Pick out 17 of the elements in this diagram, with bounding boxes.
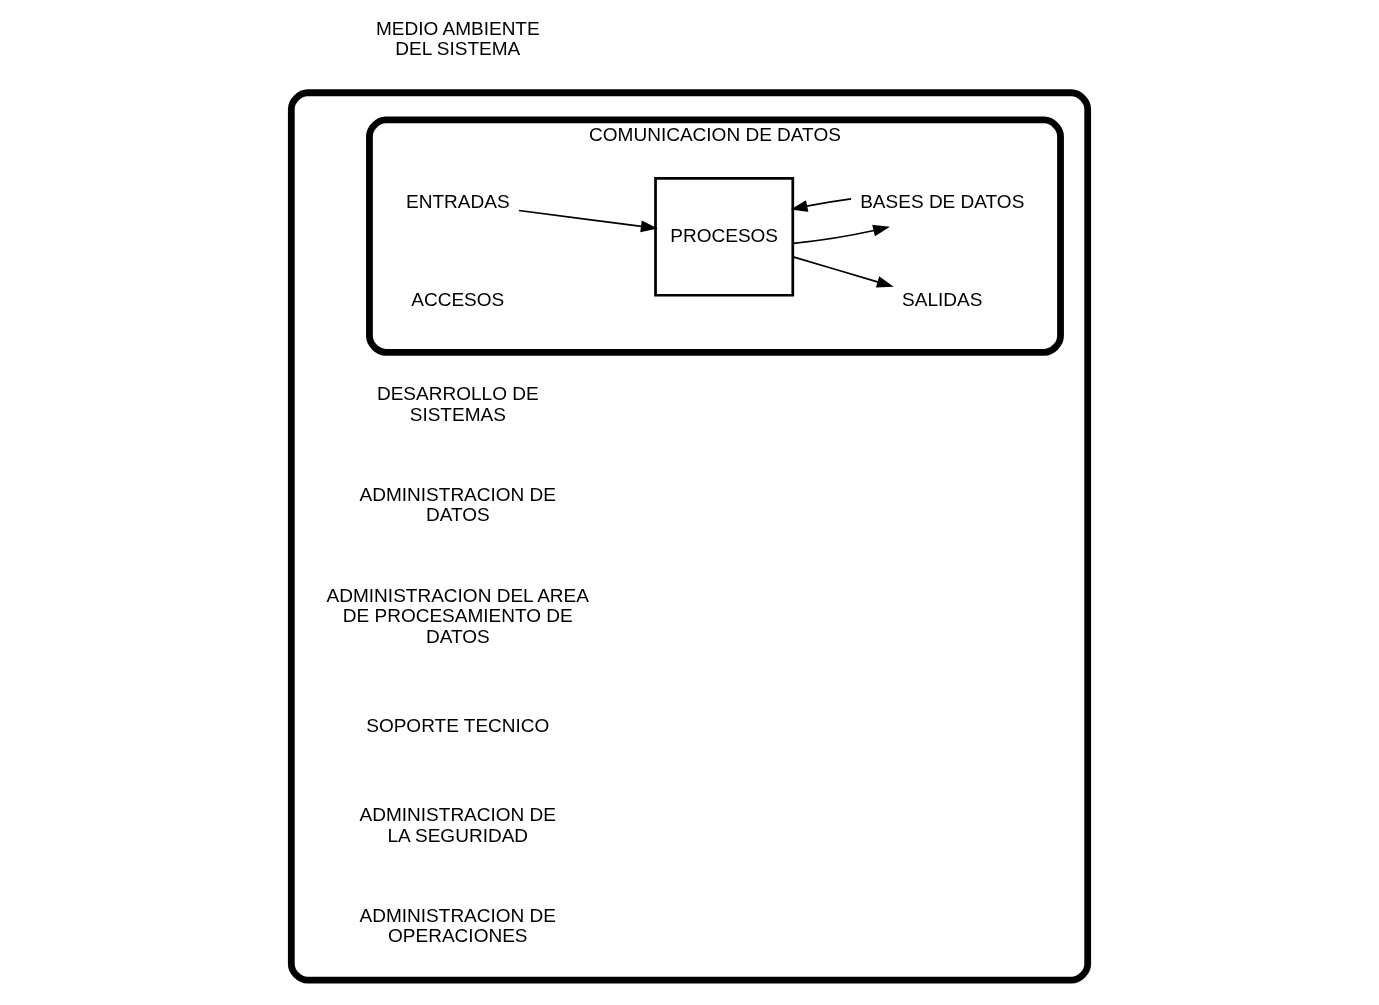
arrow <box>792 256 894 288</box>
arrow <box>792 224 890 245</box>
label: ADMINISTRACION DE LA SEGURIDAD <box>359 804 557 846</box>
node-text: SALIDAS <box>902 288 983 310</box>
label: ADMINISTRACION DE OPERACIONES <box>359 905 557 947</box>
arrow <box>790 198 852 212</box>
arrow <box>518 209 658 233</box>
label: DESARROLLO DE SISTEMAS <box>376 383 539 425</box>
label: ADMINISTRACION DEL AREA DE PROCESAMIENTO DE DATOS <box>326 584 589 647</box>
node-text: BASES DE DATOS <box>860 190 1025 212</box>
label: MEDIO AMBIENTE DEL SISTEMA <box>375 17 540 59</box>
label: ADMINISTRACION DE DATOS <box>359 483 557 526</box>
node-text: ENTRADAS <box>406 190 510 212</box>
cluster <box>287 89 1092 984</box>
node-box: PROCESOS <box>654 177 795 297</box>
label: ACCESOS <box>411 288 505 310</box>
label: SOPORTE TECNICO <box>366 715 550 737</box>
